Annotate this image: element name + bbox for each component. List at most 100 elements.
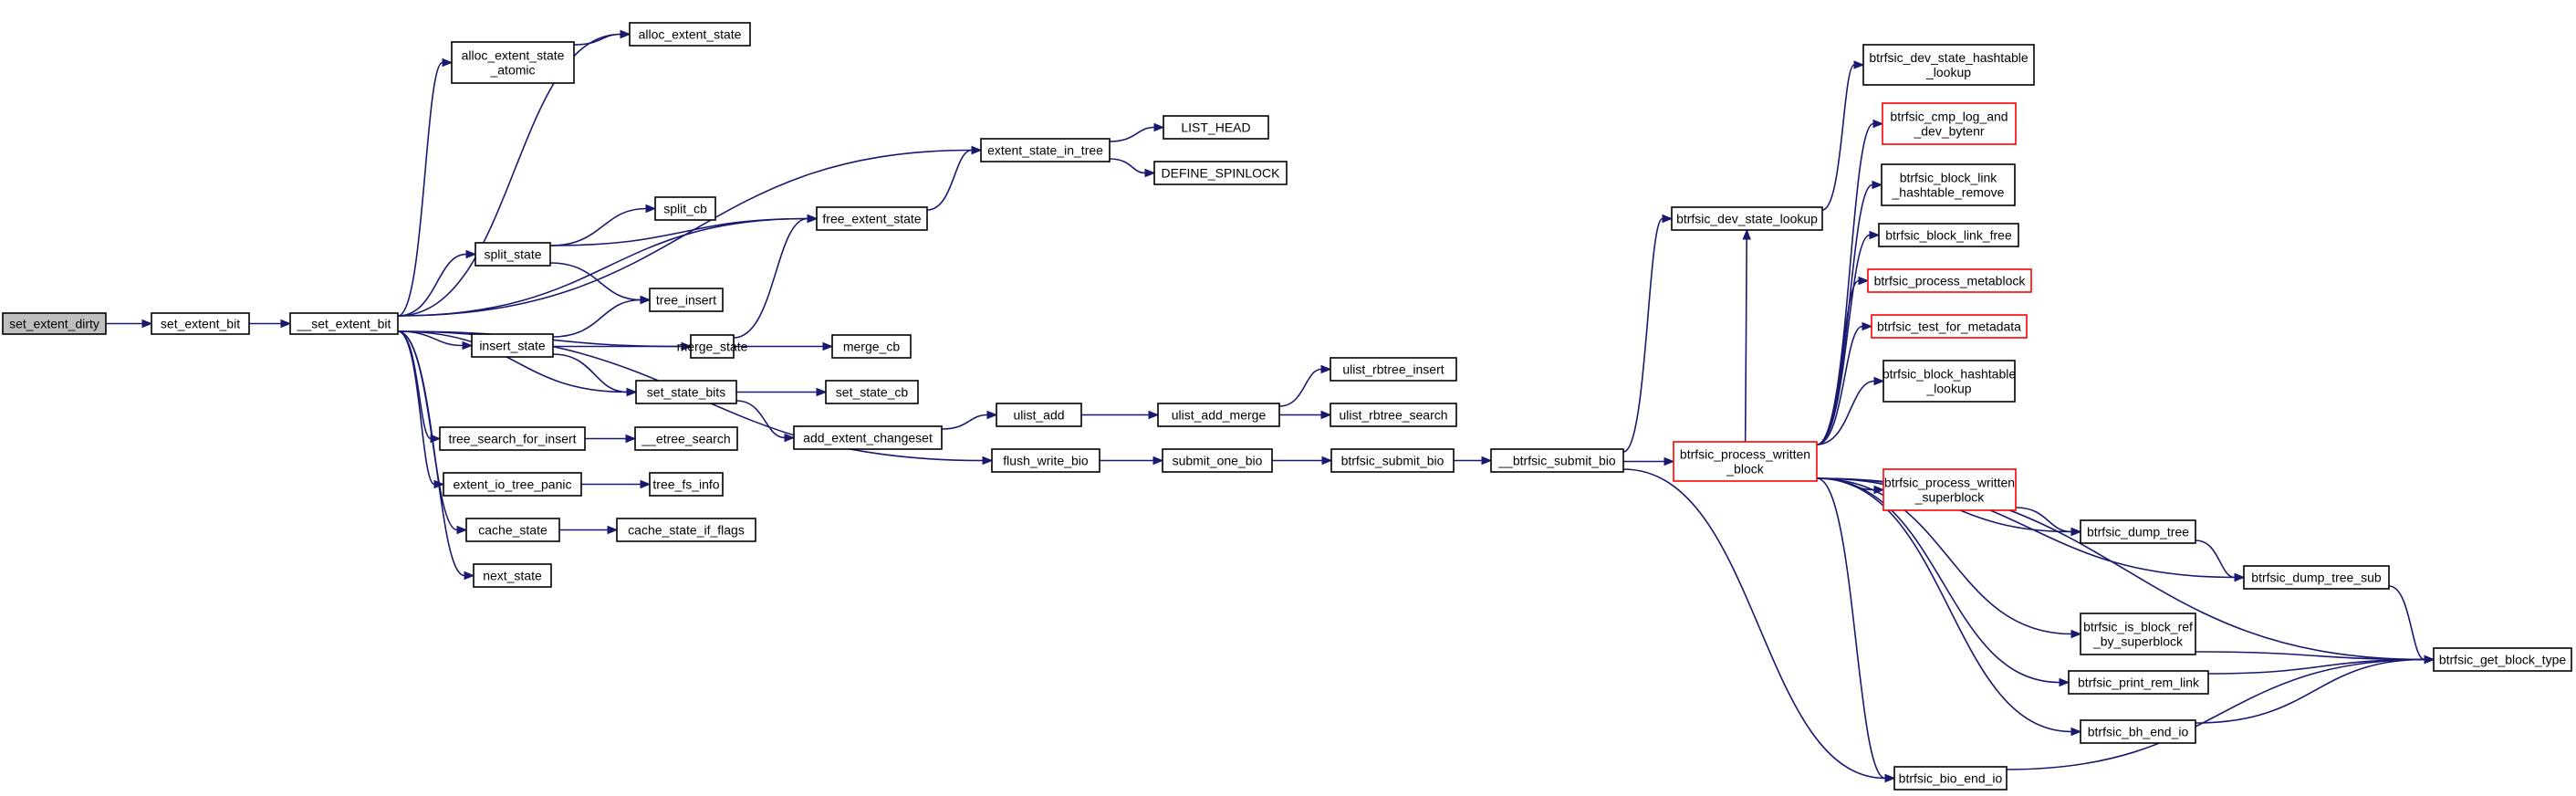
- node-btrfsic-bh-end-io[interactable]: btrfsic_bh_end_io: [2080, 719, 2196, 744]
- node-label: split_state: [484, 247, 541, 262]
- node-set-state-bits[interactable]: set_state_bits: [635, 380, 737, 404]
- edge-btrfsic-submit-bio-to-btrfsic-submit-bio: [1453, 456, 1493, 466]
- node-merge-cb[interactable]: merge_cb: [831, 334, 912, 359]
- edge-btrfsic-bh-end-io-to-btrfsic-get-block-type: [2195, 655, 2435, 724]
- node-btrfsic-submit-bio[interactable]: __btrfsic_submit_bio: [1490, 448, 1624, 473]
- node-set-extent-bit[interactable]: __set_extent_bit: [289, 312, 399, 335]
- node-next-state[interactable]: next_state: [473, 563, 552, 588]
- edge-btrfsic-process-written-block-to-btrfsic-block-link-free: [1816, 230, 1881, 445]
- node-insert-state[interactable]: insert_state: [471, 333, 554, 358]
- node-ulist-add-merge[interactable]: ulist_add_merge: [1157, 403, 1280, 427]
- node-btrfsic-bio-end-io[interactable]: btrfsic_bio_end_io: [1893, 766, 2008, 791]
- edge-split-state-to-split-cb: [549, 204, 657, 246]
- edge-btrfsic-process-written-block-to-btrfsic-bh-end-io: [1816, 477, 2082, 737]
- node-label: btrfsic_bio_end_io: [1899, 771, 2003, 786]
- node-label: ulist_rbtree_insert: [1342, 362, 1444, 377]
- edge-extent-state-in-tree-to-LIST-HEAD: [1109, 122, 1165, 142]
- node-btrfsic-is-block-ref-by-superblock[interactable]: btrfsic_is_block_ref_by_superblock: [2080, 613, 2196, 655]
- node-tree-fs-info[interactable]: tree_fs_info: [649, 472, 724, 497]
- node-tree-search-for-insert[interactable]: tree_search_for_insert: [439, 426, 586, 451]
- edge-flush-write-bio-to-submit-one-bio: [1099, 456, 1164, 466]
- node-btrfsic-process-written-block[interactable]: btrfsic_process_written_block: [1673, 441, 1818, 482]
- node-extent-state-in-tree[interactable]: extent_state_in_tree: [980, 138, 1111, 162]
- node-btrfsic-get-block-type[interactable]: btrfsic_get_block_type: [2433, 647, 2572, 672]
- node-btrfsic-block-link-free[interactable]: btrfsic_block_link_free: [1878, 223, 2019, 247]
- edge-set-extent-bit-to-alloc-extent-state-atomic: [397, 58, 454, 317]
- edge-btrfsic-process-written-block-to-btrfsic-block-link-hashtable-remove: [1816, 180, 1883, 445]
- node-btrfsic-submit-bio[interactable]: btrfsic_submit_bio: [1330, 448, 1455, 473]
- node-DEFINE-SPINLOCK[interactable]: DEFINE_SPINLOCK: [1153, 161, 1288, 185]
- node-label: extent_io_tree_panic: [454, 477, 572, 492]
- node-ulist-add[interactable]: ulist_add: [996, 403, 1082, 427]
- node-cache-state-if-flags[interactable]: cache_state_if_flags: [616, 518, 756, 542]
- function-nodes: set_extent_dirty set_extent_bit __set_exte…: [2, 22, 2572, 791]
- node-tree-insert[interactable]: tree_insert: [649, 288, 724, 312]
- edge-btrfsic-process-written-block-to-btrfsic-is-block-ref-by-superblock: [1816, 477, 2082, 639]
- edge-btrfsic-dev-state-lookup-to-btrfsic-dev-state-hashtable-lookup: [1821, 60, 1865, 211]
- node-add-extent-changeset[interactable]: add_extent_changeset: [793, 425, 943, 450]
- node-set-extent-dirty: set_extent_dirty: [2, 312, 107, 335]
- node-label: alloc_extent_state: [639, 27, 742, 42]
- node-btrfsic-print-rem-link[interactable]: btrfsic_print_rem_link: [2068, 670, 2209, 695]
- node-label: ulist_add: [1013, 408, 1064, 423]
- edge-set-state-bits-to-add-extent-changeset: [735, 400, 796, 443]
- node-split-state[interactable]: split_state: [475, 242, 551, 267]
- node-set-state-cb[interactable]: set_state_cb: [825, 380, 919, 404]
- node-btrfsic-dump-tree[interactable]: btrfsic_dump_tree: [2080, 519, 2196, 544]
- node-label: cache_state_if_flags: [628, 523, 745, 538]
- node-label: merge_cb: [843, 340, 900, 354]
- node-btrfsic-process-written-superblock[interactable]: btrfsic_process_written_superblock: [1882, 468, 2017, 511]
- node-label: _lookup: [1925, 65, 1971, 79]
- node-label: btrfsic_process_written: [1884, 476, 2015, 490]
- node-btrfsic-dev-state-hashtable-lookup[interactable]: btrfsic_dev_state_hashtable_lookup: [1862, 44, 2035, 86]
- node-label: tree_fs_info: [652, 477, 719, 492]
- node-free-extent-state[interactable]: free_extent_state: [816, 206, 928, 231]
- node-btrfsic-dump-tree-sub[interactable]: btrfsic_dump_tree_sub: [2243, 565, 2390, 590]
- node-extent-io-tree-panic[interactable]: extent_io_tree_panic: [443, 472, 582, 497]
- node-label: btrfsic_block_hashtable: [1882, 367, 2017, 382]
- node-cache-state[interactable]: cache_state: [465, 518, 560, 542]
- edge-insert-state-to-tree-insert: [552, 295, 652, 338]
- edge-btrfsic-process-written-block-to-btrfsic-process-metablock: [1816, 276, 1870, 445]
- node-btrfsic-test-for-metadata[interactable]: btrfsic_test_for_metadata: [1871, 314, 2028, 339]
- call-edges: [106, 29, 2435, 783]
- edge-btrfsic-process-written-block-to-btrfsic-print-rem-link: [1816, 477, 2070, 687]
- edge-btrfsic-submit-bio-to-btrfsic-dev-state-lookup: [1622, 214, 1674, 453]
- edge-btrfsic-process-written-block-to-btrfsic-test-for-metadata: [1816, 321, 1873, 445]
- node-label: _dev_bytenr: [1913, 124, 1984, 139]
- node-label: btrfsic_submit_bio: [1341, 454, 1444, 468]
- node-btrfsic-process-metablock[interactable]: btrfsic_process_metablock: [1867, 268, 2032, 293]
- node-label: tree_search_for_insert: [448, 432, 576, 446]
- node-label: btrfsic_print_rem_link: [2078, 676, 2200, 690]
- node-split-cb[interactable]: split_cb: [654, 196, 716, 221]
- node-label: flush_write_bio: [1003, 454, 1089, 468]
- node-merge-state[interactable]: merge_state: [677, 334, 748, 359]
- node-label: btrfsic_process_metablock: [1874, 274, 2027, 288]
- node-LIST-HEAD[interactable]: LIST_HEAD: [1163, 115, 1269, 140]
- node-label: cache_state: [478, 523, 548, 538]
- node-btrfsic-block-link-hashtable-remove[interactable]: btrfsic_block_link_hashtable_remove: [1881, 163, 2016, 206]
- node-label: btrfsic_is_block_ref: [2083, 620, 2193, 634]
- node-label: add_extent_changeset: [803, 431, 933, 445]
- edge-alloc-extent-state-atomic-to-alloc-extent-state: [573, 29, 631, 46]
- node-label: _by_superblock: [2092, 634, 2184, 649]
- edge-set-extent-bit-to-split-state: [397, 249, 477, 317]
- node-flush-write-bio[interactable]: flush_write_bio: [991, 448, 1100, 473]
- node-label: extent_state_in_tree: [987, 143, 1103, 158]
- node-btrfsic-cmp-log-and-dev-bytenr[interactable]: btrfsic_cmp_log_and_dev_bytenr: [1882, 102, 2017, 145]
- edge-free-extent-state-to-extent-state-in-tree: [926, 145, 983, 211]
- node-label: alloc_extent_state: [462, 48, 565, 63]
- node-submit-one-bio[interactable]: submit_one_bio: [1162, 448, 1273, 473]
- edge-cache-state-to-cache-state-if-flags: [559, 525, 619, 535]
- node-set-extent-bit[interactable]: set_extent_bit: [151, 312, 250, 335]
- node-ulist-rbtree-insert[interactable]: ulist_rbtree_insert: [1330, 357, 1457, 382]
- node-label: btrfsic_dump_tree_sub: [2251, 571, 2382, 585]
- node-ulist-rbtree-search[interactable]: ulist_rbtree_search: [1330, 403, 1457, 427]
- node-btrfsic-dev-state-lookup[interactable]: btrfsic_dev_state_lookup: [1671, 206, 1823, 231]
- node-alloc-extent-state[interactable]: alloc_extent_state: [629, 22, 751, 47]
- node-etree-search[interactable]: __etree_search: [634, 426, 738, 451]
- node-label: ulist_rbtree_search: [1339, 408, 1447, 423]
- node-btrfsic-block-hashtable-lookup[interactable]: btrfsic_block_hashtable_lookup: [1882, 360, 2017, 403]
- node-alloc-extent-state-atomic[interactable]: alloc_extent_state_atomic: [451, 41, 575, 84]
- node-label: _superblock: [1914, 490, 1985, 505]
